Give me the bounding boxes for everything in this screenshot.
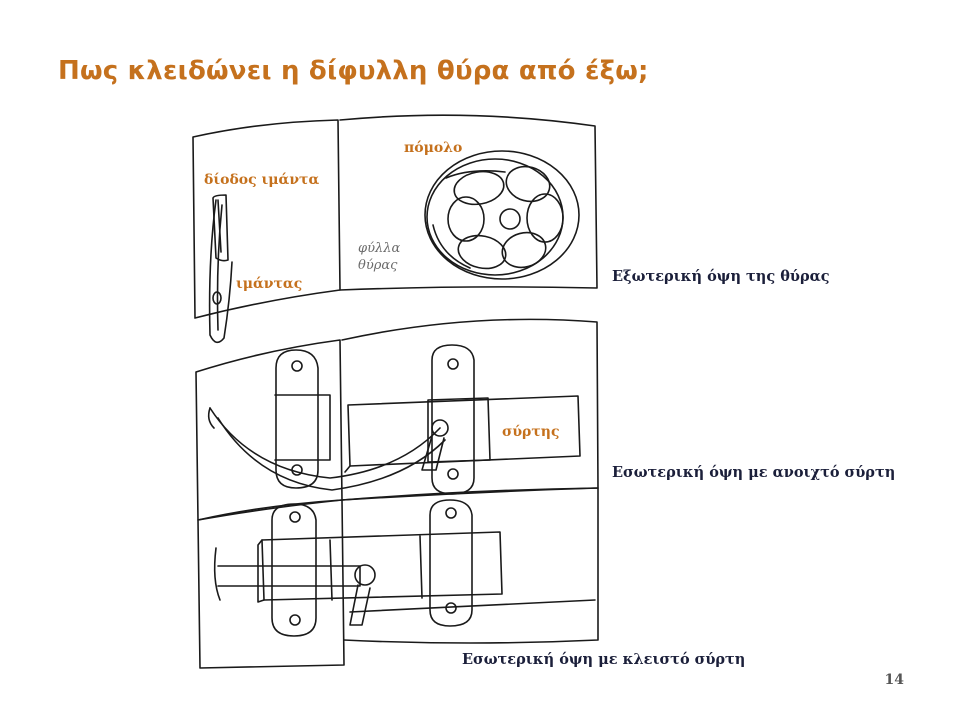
- caption-exterior: Εξωτερική όψη της θύρας: [612, 268, 830, 285]
- page-number: 14: [884, 672, 904, 688]
- label-door-leaf-line1: φύλλα: [358, 241, 401, 256]
- label-door-leaf-line2: θύρας: [358, 258, 398, 273]
- label-strap: ιμάντας: [236, 276, 303, 292]
- caption-interior-open: Εσωτερική όψη με ανοιχτό σύρτη: [612, 464, 896, 481]
- knob-drawing: [424, 150, 580, 280]
- label-bolt: σύρτης: [502, 424, 560, 440]
- exterior-view-panel: [192, 114, 598, 344]
- label-strap-passage: δίοδος ιμάντα: [204, 172, 320, 188]
- label-door-leaf: φύλλα θύρας: [358, 240, 400, 274]
- label-knob: πόμολο: [404, 140, 463, 156]
- interior-closed-panel: [197, 487, 599, 669]
- slide-title: Πως κλειδώνει η δίφυλλη θύρα από έξω;: [58, 56, 649, 86]
- caption-interior-closed: Εσωτερική όψη με κλειστό σύρτη: [462, 651, 746, 668]
